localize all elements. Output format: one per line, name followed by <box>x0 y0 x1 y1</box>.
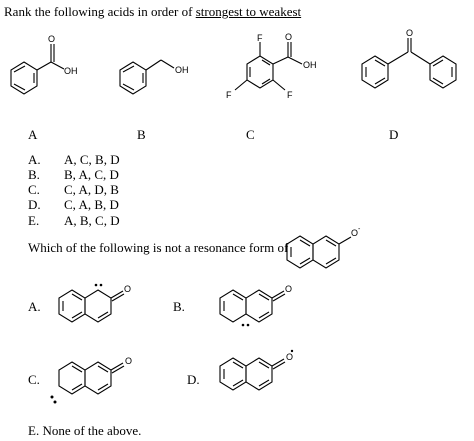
d-dot <box>290 349 294 353</box>
c-hydroxyl-label: OH <box>303 60 317 70</box>
a-oxygen-label: O <box>48 34 55 44</box>
question-1-prompt-emphasis: strongest to weakest <box>195 4 302 19</box>
q1-option-c-letter[interactable]: C. <box>28 182 40 197</box>
a-hydroxyl-label: OH <box>64 66 78 76</box>
question-1-prompt-text: Rank the following acids in order of <box>4 4 196 19</box>
q1-option-b-letter[interactable]: B. <box>28 167 40 182</box>
d-oxygen-label: O <box>286 352 293 362</box>
reference-charge-label: - <box>358 226 361 233</box>
q2-option-b-letter[interactable]: B. <box>173 299 185 314</box>
c-fluorine-right-label: F <box>287 90 293 100</box>
question-1-prompt: Rank the following acids in order of str… <box>4 4 301 19</box>
structure-label-c: C <box>246 127 255 142</box>
c-oxygen-label: O <box>285 32 292 42</box>
a-lone-pair-dot <box>99 283 103 287</box>
b-hydroxyl-label: OH <box>175 65 189 75</box>
b-lone-pair-dot <box>241 323 245 327</box>
q1-option-d-letter[interactable]: D. <box>28 197 41 212</box>
q1-option-b-text[interactable]: B, A, C, D <box>64 167 119 182</box>
q1-option-c-text[interactable]: C, A, D, B <box>64 182 119 197</box>
q1-option-e-text[interactable]: A, B, C, D <box>64 213 120 228</box>
question-2-prompt: Which of the following is not a resonanc… <box>28 240 289 255</box>
q2-option-c-letter[interactable]: C. <box>28 372 40 387</box>
structure-label-a: A <box>28 127 38 142</box>
c-fluorine-left-label: F <box>226 90 232 100</box>
q2-option-a-letter[interactable]: A. <box>28 299 41 314</box>
structure-label-d: D <box>389 127 399 142</box>
d-oxygen-label: O <box>406 28 413 38</box>
b-oxygen-label: O <box>285 284 292 294</box>
c-lone-pair-dot <box>53 400 57 404</box>
c-oxygen-label: O <box>125 356 132 366</box>
q1-option-e-letter[interactable]: E. <box>28 213 40 228</box>
q2-option-d-letter[interactable]: D. <box>187 372 200 387</box>
q1-option-a-letter[interactable]: A. <box>28 152 41 167</box>
q2-option-e[interactable]: E. None of the above. <box>28 423 142 438</box>
structure-label-b: B <box>137 127 146 142</box>
a-oxygen-label: O <box>124 284 131 294</box>
q1-option-d-text[interactable]: C, A, B, D <box>64 197 119 212</box>
c-fluorine-top-label: F <box>257 33 263 43</box>
b-lone-pair-dot <box>246 323 250 327</box>
reference-oxygen-label: O <box>351 228 358 238</box>
c-lone-pair-dot <box>50 395 54 399</box>
q1-option-a-text[interactable]: A, C, B, D <box>64 152 120 167</box>
a-lone-pair-dot <box>94 283 98 287</box>
